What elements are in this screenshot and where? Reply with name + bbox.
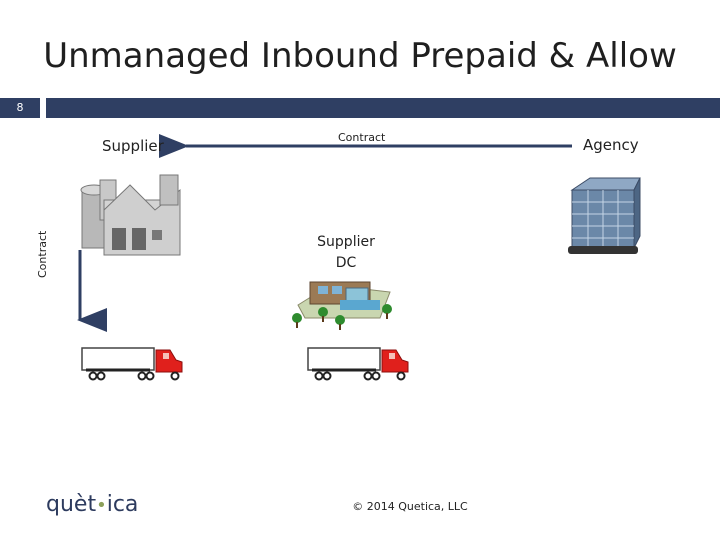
slide-title: Unmanaged Inbound Prepaid & Allow <box>43 36 677 76</box>
agency-building-icon <box>568 177 641 254</box>
copyright-text: © 2014 Quetica, LLC <box>352 500 468 513</box>
supplier-dc-label-line2: DC <box>335 255 357 271</box>
logo-part1: quèt <box>46 492 97 517</box>
contract-top-label: Contract <box>338 131 386 144</box>
truck-icon-right <box>307 347 409 381</box>
logo-part2: ica <box>106 492 139 517</box>
truck-icon-left <box>81 347 183 381</box>
supplier-dc-label-line1: Supplier <box>317 234 375 250</box>
logo-dot: • <box>96 495 107 516</box>
quetica-logo: quèt•ica <box>46 492 138 517</box>
supplier-factory-icon <box>80 174 181 256</box>
title-bar <box>46 98 720 118</box>
supplier-dc-building-icon <box>292 281 392 330</box>
contract-side-label: Contract <box>36 230 49 278</box>
agency-label: Agency <box>583 136 639 154</box>
slide-number: 8 <box>0 98 40 118</box>
supplier-label: Supplier <box>102 137 164 155</box>
